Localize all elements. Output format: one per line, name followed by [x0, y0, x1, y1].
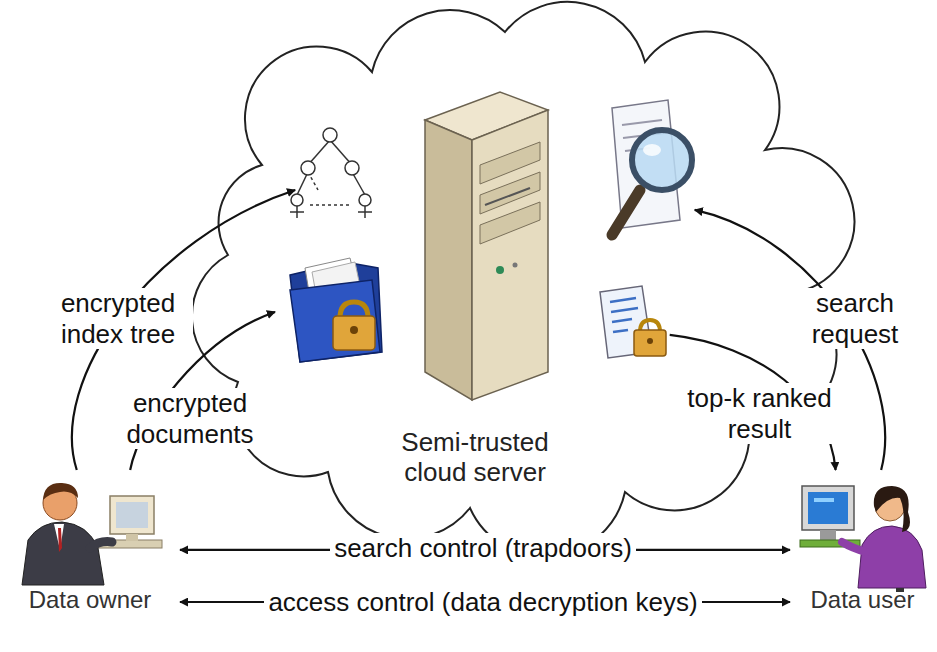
edge-label: search control (trapdoors): [330, 533, 636, 564]
server-tower-part: [485, 188, 530, 205]
data-user-node: Data user: [790, 470, 937, 620]
edge-label: access control (data decryption keys): [264, 587, 701, 618]
cloud-outline: [192, 2, 854, 557]
edge-label: encrypted documents: [115, 388, 265, 449]
data-user-figure-part: [820, 530, 836, 540]
search-document-icon-part: [632, 130, 692, 190]
data-user-figure-part: [808, 492, 848, 524]
locked-document-icon-part: [610, 298, 636, 302]
encrypted-folder-icon-part: [333, 316, 375, 350]
server-tower: [425, 92, 548, 400]
search-document-icon: [612, 100, 692, 235]
data-owner-figure-part: [22, 522, 104, 585]
data-user-figure-part: [874, 486, 910, 532]
index-tree-icon-part: [323, 128, 337, 142]
data-user-figure: [800, 486, 926, 592]
cloud-outline-part: [192, 2, 854, 557]
data-owner-figure-part: [126, 534, 138, 541]
server-tower-part: [513, 263, 518, 268]
data-user-figure-part: [858, 526, 926, 588]
index-tree-icon-part: [364, 206, 366, 218]
edge-label: search request: [790, 288, 920, 349]
index-tree-icon-part: [291, 194, 303, 206]
locked-document-icon-part: [634, 330, 666, 356]
data-owner-figure-part: [116, 502, 148, 528]
data-owner-figure: [22, 483, 162, 585]
locked-document-icon-part: [613, 330, 628, 332]
search-document-icon-part: [622, 120, 662, 125]
index-tree-icon-part: [310, 204, 352, 206]
data-user-figure-part: [842, 542, 866, 552]
index-tree-icon-part: [359, 194, 371, 206]
locked-document-icon-part: [611, 308, 638, 312]
index-tree-icon-part: [296, 206, 298, 218]
edge-label: encrypted index tree: [43, 288, 193, 349]
search-document-icon-part: [612, 190, 640, 235]
server-tower-part: [480, 202, 540, 244]
locked-document-icon: [600, 286, 666, 358]
node-label: Semi-trusted cloud server: [375, 428, 575, 488]
encrypted-folder-icon-part: [290, 280, 380, 362]
data-owner-figure-part: [110, 496, 154, 534]
data-user-figure-part: [814, 498, 834, 502]
server-tower-part: [472, 110, 548, 400]
locked-document-icon-part: [612, 319, 632, 322]
node-label: Data user: [790, 586, 935, 614]
search-document-icon-part: [643, 144, 661, 156]
data-owner-node: Data owner: [2, 470, 180, 620]
server-tower-part: [425, 120, 472, 400]
node-label: Data owner: [2, 586, 178, 614]
encrypted-folder-icon-part: [350, 326, 358, 334]
encrypted-folder-icon: [290, 258, 382, 362]
index-tree-icon-part: [345, 161, 359, 175]
encrypted-folder-icon-part: [290, 262, 382, 362]
edge-label: top-k ranked result: [677, 383, 842, 444]
server-tower-part: [496, 266, 504, 274]
data-owner-figure-part: [43, 483, 78, 500]
data-user-figure-part: [802, 486, 854, 530]
data-owner-figure-part: [58, 528, 62, 552]
index-tree-icon-part: [301, 161, 315, 175]
data-owner-figure-part: [90, 542, 112, 548]
locked-document-icon-part: [647, 338, 653, 344]
index-tree-icon: [290, 128, 372, 218]
